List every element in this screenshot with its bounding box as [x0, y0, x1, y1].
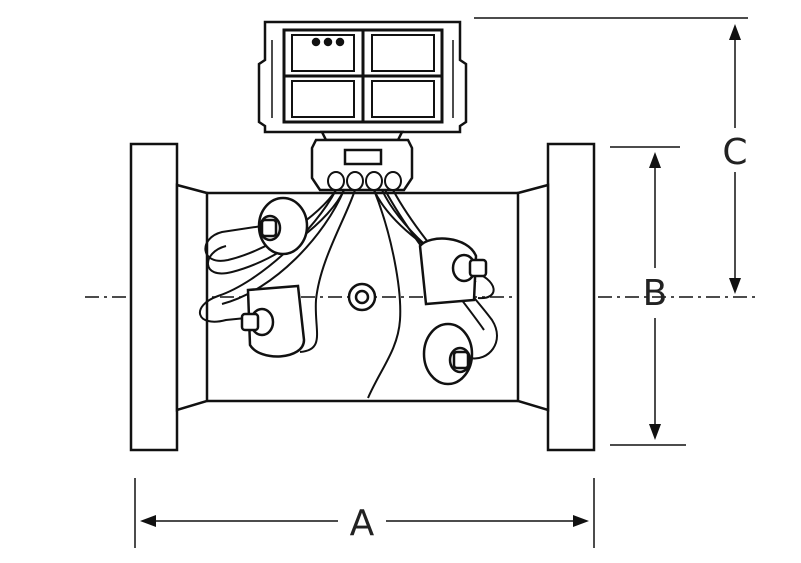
transducer-lower-right: [422, 322, 474, 386]
dimension-c: [474, 17, 748, 294]
dimension-a: [134, 478, 595, 548]
right-flange: [516, 142, 596, 452]
transducer-upper-right: [418, 237, 488, 306]
dimension-a-label: A: [350, 503, 375, 544]
dimension-b-label: B: [643, 273, 668, 314]
left-flange: [129, 142, 209, 452]
dimension-b: [610, 146, 686, 446]
transducer-upper-left: [257, 196, 309, 256]
transmitter-head: [257, 20, 468, 134]
transducer-lower-left: [240, 284, 306, 358]
center-port: [347, 282, 377, 312]
pipe-body: [207, 191, 518, 403]
dimension-c-label: C: [722, 132, 747, 173]
